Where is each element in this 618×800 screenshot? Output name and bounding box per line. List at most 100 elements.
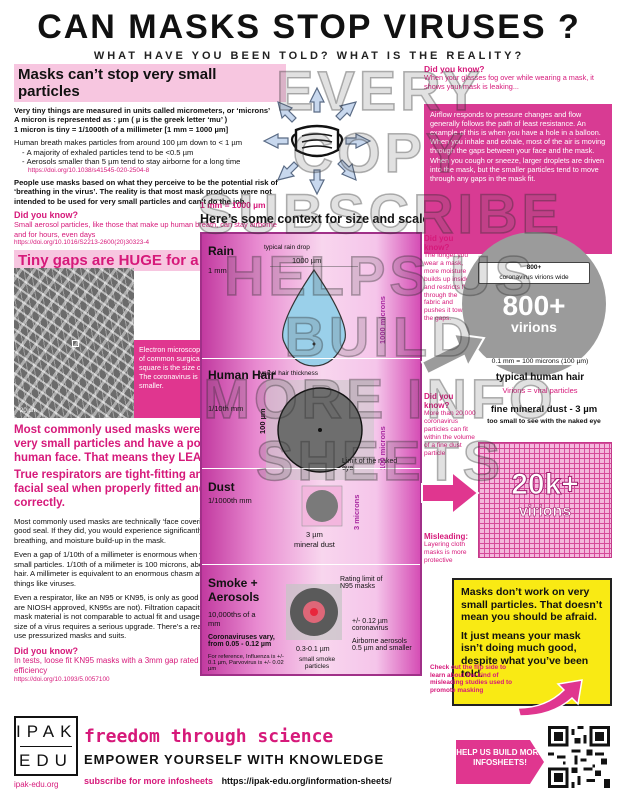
did-you-know-text-dust: More than 20,000 coronavirus particles c…: [424, 410, 476, 457]
big-20k-virions: virions: [518, 503, 572, 520]
coronavirus-size: +/- 0.12 µm coronavirus: [352, 618, 389, 632]
logo-bottom: EDU: [19, 751, 73, 770]
empower-slogan: EMPOWER YOURSELF WITH KNOWLEDGE: [84, 752, 385, 767]
source-link-1[interactable]: https://doi.org/10.1038/s41545-020-2504-…: [28, 166, 150, 174]
rain-label: Rain: [208, 244, 235, 258]
mineral-dust-label: fine mineral dust - 3 µm: [490, 404, 598, 415]
did-you-know-text-moisture: The longer you wear a mask, more moistur…: [424, 252, 474, 323]
section-small-particles-title: Masks can’t stop very small particles: [14, 64, 286, 102]
rain-side-label: 1000 microns: [378, 296, 387, 344]
photo-scale-bar: 20 µm: [20, 408, 37, 414]
virus-reference: For reference, Influenza is +/- 0.1 µm, …: [208, 654, 284, 672]
subscribe-text: subscribe for more infosheets: [84, 776, 214, 786]
bullet-1: - A majority of exhaled particles tend t…: [22, 147, 194, 157]
intro-line-3: 1 micron is tiny = 1/1000th of a millime…: [14, 124, 229, 134]
source-link-3[interactable]: https://doi.org/10.1093/5.0057100: [14, 675, 110, 683]
breath-text: Human breath makes particles from around…: [14, 138, 243, 148]
face-coverings-text: Most commonly used masks are technically…: [14, 516, 280, 545]
dust-size-square: [72, 340, 79, 347]
arrow-to-flip-icon: [517, 679, 583, 716]
did-you-know-title-2: Did you know?: [14, 645, 78, 656]
rain-sub: 1 mm: [208, 266, 227, 275]
big-800-virions: virions: [511, 319, 557, 335]
rain-drop-caption: typical rain drop: [264, 244, 310, 251]
hair-scale-text: 0.1 mm = 100 microns (100 µm): [470, 358, 610, 365]
human-hair-label: typical human hair: [495, 372, 585, 383]
arrow-to-hair-icon: [420, 332, 486, 376]
dust-label: Dust: [208, 480, 235, 494]
context-title: Here’s some context for size and scale..…: [200, 212, 440, 226]
bullet-2: - Aerosols smaller than 5 µm tend to sta…: [22, 157, 241, 167]
big-800-number: 800+: [502, 290, 566, 321]
help-us-badge: HELP US BUILD MORE INFOSHEETS!: [456, 740, 544, 784]
did-you-know-text-1: Small aerosol particles, like those that…: [14, 220, 277, 239]
dust-name: mineral dust: [294, 540, 335, 549]
virions-wide-pill: 800+ coronavirus virions wide: [478, 262, 590, 284]
misleading-text: Layering cloth masks is more protective: [424, 541, 467, 564]
hair-side-label: 100 microns: [378, 426, 387, 470]
arrow-to-dust-icon: [421, 470, 480, 516]
pill-text: coronavirus virions wide: [499, 274, 569, 281]
dust-particle-icon: [301, 485, 343, 527]
flip-side-note: Check out the flip side to learn about t…: [430, 664, 513, 695]
rain-width: 1000 µm: [292, 256, 322, 265]
electron-microscopy-photo: 20 µm: [14, 268, 134, 418]
ipak-logo[interactable]: IPAK EDU: [14, 716, 78, 776]
naked-eye-limit: Limit of the naked eye: [342, 458, 398, 472]
mineral-dust-sub: too small to see with the naked eye: [487, 418, 601, 425]
misleading-title: Misleading:: [424, 532, 469, 541]
did-you-know-text-fog: When your glasses fog over while wearing…: [424, 73, 594, 91]
conclusion-text-1: Masks don’t work on very small particles…: [461, 586, 603, 624]
page-title: CAN MASKS STOP VIRUSES ?: [37, 8, 581, 46]
n95-rating-limit: Rating limit of N95 masks: [340, 576, 383, 590]
gap-text: Even a gap of 1/10th of a millimeter is …: [14, 550, 283, 588]
people-text: People use masks based on what they perc…: [14, 177, 278, 206]
misleading-note: Misleading: Layering cloth masks is more…: [424, 532, 478, 565]
did-you-know-title-fog: Did you know?: [424, 64, 485, 74]
intro-line-2: A micron is represented as : µm ( µ is t…: [14, 115, 228, 125]
moisture-note: Did you know? The longer you wear a mask…: [424, 234, 474, 323]
site-link[interactable]: ipak-edu.org: [14, 780, 59, 789]
hair-thickness-caption: typical hair thickness: [258, 370, 318, 377]
did-you-know-text-2: In tests, loose fit KN95 masks with a 3m…: [14, 655, 267, 675]
coronavirus-vary: Coronaviruses vary, from 0.05 - 0.12 µm: [208, 634, 275, 648]
size-scale-panel: Rain 1 mm typical rain drop 1000 µm 1000…: [200, 232, 422, 676]
small-smoke-particles: small smoke particles: [298, 656, 336, 670]
smoke-range: 0.3-0.1 µm: [296, 646, 330, 653]
airborne-aerosols: Airborne aerosols 0.5 µm and smaller: [352, 638, 412, 652]
virions-definition: Virions = viral particles: [502, 386, 578, 395]
dust-side-label: 3 microns: [352, 494, 361, 530]
did-you-know-title-dust: Did you know?: [424, 392, 454, 410]
intro-line-1: Very tiny things are measured in units c…: [14, 106, 271, 115]
mm-note: 1 mm = 1000 µm: [200, 200, 266, 210]
right-column-top: Did you know? When your glasses fog over…: [424, 64, 612, 92]
virion-grid-box: [478, 442, 612, 558]
airflow-explanation: Airflow responds to pressure changes and…: [424, 104, 612, 254]
subscribe-line: subscribe for more infosheets https://ip…: [84, 776, 392, 786]
hair-zoom-circle: [462, 232, 606, 376]
smoke-label: Smoke + Aerosols: [208, 576, 260, 604]
rain-drop-icon: [270, 266, 358, 367]
page-subtitle: WHAT HAVE YOU BEEN TOLD? WHAT IS THE REA…: [93, 50, 525, 62]
conclusion-text-2: It just means your mask isn’t doing much…: [461, 629, 589, 680]
mask-with-arrows-icon: [262, 86, 372, 196]
dust-sub: 1/1000th mm: [208, 496, 252, 505]
did-you-know-title-1: Did you know?: [14, 210, 78, 221]
respirator-statement: True respirators are tight-fitting and c…: [14, 469, 257, 509]
aerosol-particles-icon: [286, 584, 342, 640]
conclusion-box: Masks don’t work on very small particles…: [452, 578, 612, 706]
freedom-slogan: freedom through science: [84, 726, 334, 747]
smoke-sub: 10,000ths of a mm: [208, 610, 256, 628]
hair-sub: 1/10th mm: [208, 404, 244, 413]
hair-circle-icon: [266, 380, 374, 480]
qr-code-icon[interactable]: [548, 726, 610, 788]
hair-label: Human Hair: [208, 368, 276, 382]
left-lower-column: Most commonly used masks were not meant …: [14, 424, 286, 683]
pill-number: 800+: [526, 264, 542, 271]
did-you-know-title-moisture: Did you know?: [424, 234, 454, 252]
respirator-fit-text: Even a respirator, like an N95 or KN95, …: [14, 593, 283, 641]
source-link-2[interactable]: https://doi.org/10.1016/S2213-2600(20)30…: [14, 238, 150, 246]
logo-top: IPAK: [16, 722, 78, 741]
infosheets-url[interactable]: https://ipak-edu.org/information-sheets/: [221, 776, 392, 786]
